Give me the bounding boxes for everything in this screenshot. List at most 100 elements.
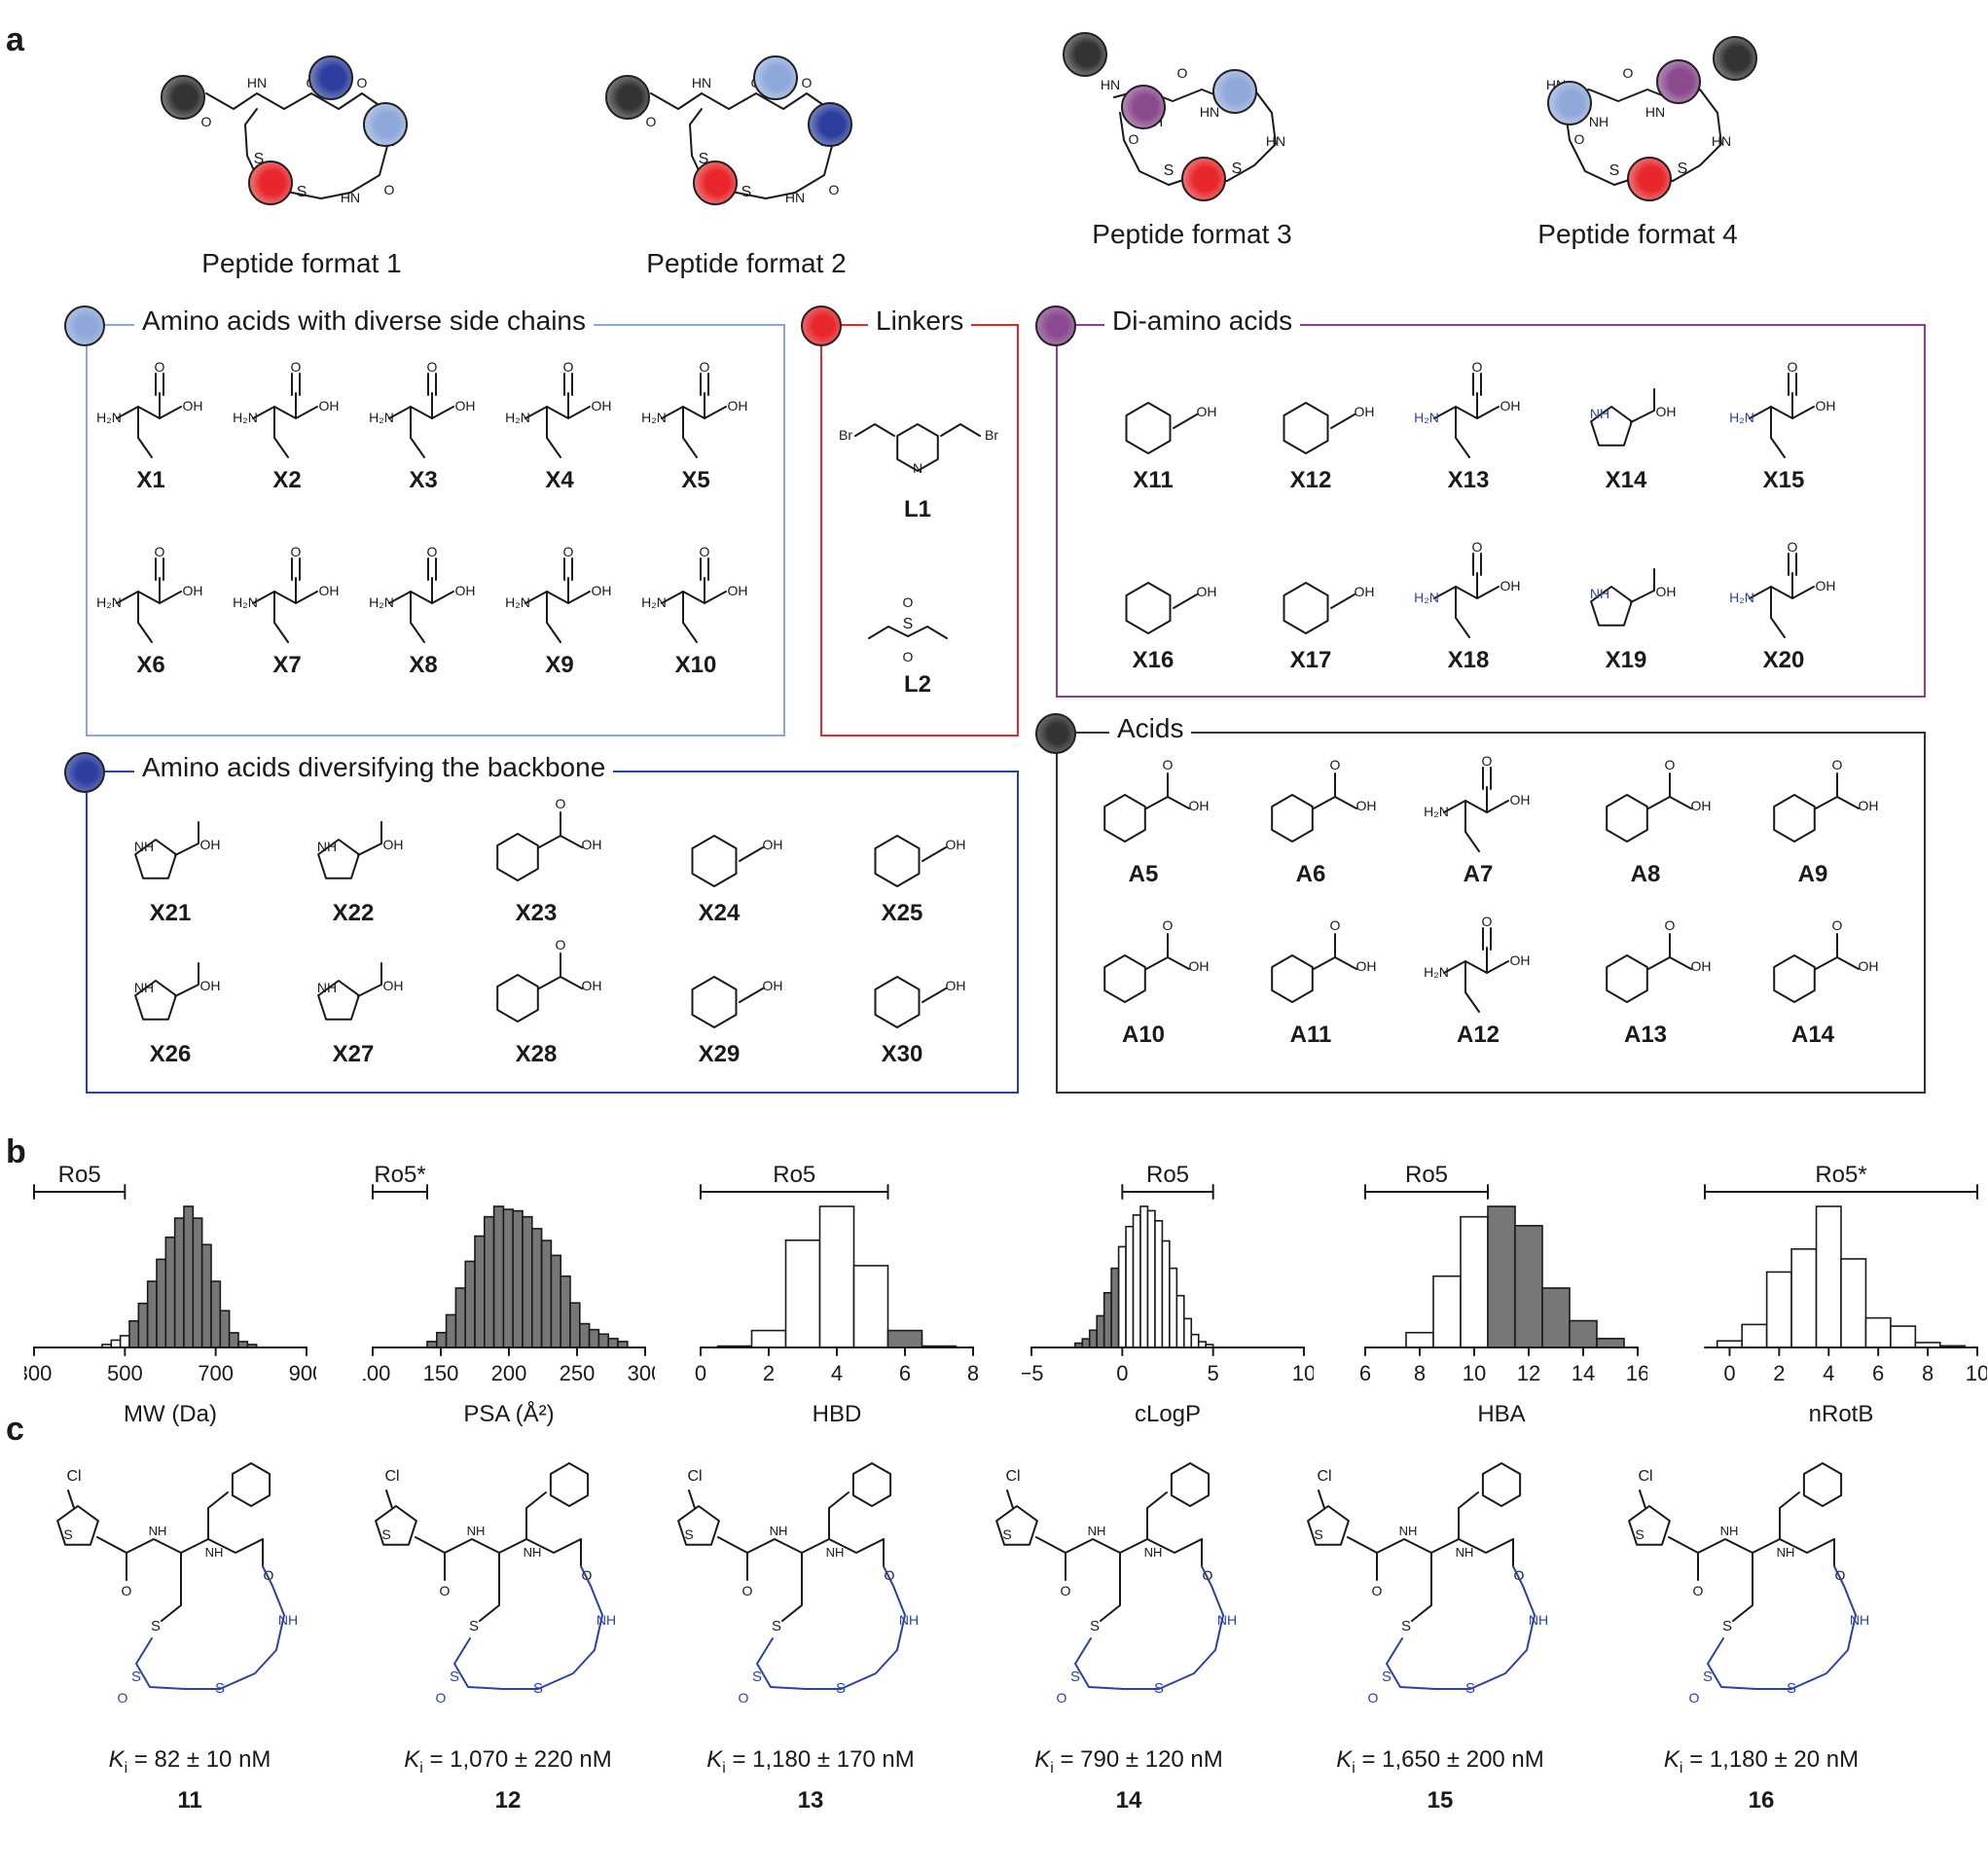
- atom-label: OH: [183, 583, 203, 598]
- linker-atom: S: [1070, 1669, 1080, 1685]
- linker-atom: S: [215, 1680, 225, 1697]
- atom-label: OH: [1656, 404, 1677, 419]
- ki-value: Ki = 82 ± 10 nM: [108, 1746, 271, 1777]
- bond-line: [496, 833, 539, 881]
- rule-label: Ro5: [1146, 1162, 1189, 1188]
- bond-line: [1606, 954, 1648, 1003]
- bond-line: [252, 591, 318, 604]
- red-ball-icon: [693, 161, 738, 205]
- bond-line: [116, 591, 182, 604]
- atom-label: O: [1788, 540, 1798, 555]
- atom-label: OH: [1691, 958, 1712, 974]
- red-ball-icon: [248, 161, 293, 205]
- tick-label: 500: [107, 1361, 143, 1385]
- atom-label: OH: [1816, 398, 1836, 413]
- x-axis-label: MW (Da): [124, 1401, 217, 1427]
- atom-label: O: [1482, 915, 1493, 929]
- atom-label: HN: [247, 75, 267, 90]
- bond-line: [560, 976, 583, 989]
- tick-label: 100: [363, 1361, 390, 1385]
- histogram-bar: [1815, 1205, 1842, 1348]
- bond-line: [1590, 586, 1633, 627]
- red-circle-icon: [801, 305, 842, 346]
- bond-line: [1307, 1505, 1350, 1546]
- acids-box-title: Acids: [1109, 713, 1192, 744]
- histogram-bar: [1541, 1287, 1571, 1348]
- atom-label: O: [802, 75, 813, 90]
- bond-line: [896, 423, 939, 472]
- tick-label: −5: [1022, 1361, 1044, 1385]
- histogram-bar: [1840, 1258, 1867, 1348]
- histogram-bar: [146, 1280, 158, 1348]
- linker-atom: O: [118, 1690, 128, 1705]
- bond-line: [1173, 413, 1198, 429]
- atom-label: O: [201, 114, 212, 129]
- bond-line: [995, 1505, 1038, 1546]
- histogram-bar: [474, 1235, 486, 1348]
- compound-label: A6: [1295, 861, 1326, 887]
- bond-line: [1283, 402, 1329, 454]
- compound-label: X29: [698, 1041, 741, 1067]
- atom-label: OH: [1189, 958, 1210, 974]
- bond-line: [1146, 1491, 1168, 1540]
- black-ball-icon: [161, 75, 205, 120]
- ki-value: Ki = 1,180 ± 20 nM: [1663, 1746, 1860, 1777]
- atom-label: O: [829, 182, 840, 197]
- atom-label: NH: [1144, 1545, 1163, 1560]
- bond-line: [1103, 954, 1146, 1003]
- light-blue-circle-icon: [64, 305, 105, 346]
- amine-label: H₂N: [369, 594, 394, 610]
- atom-label: O: [556, 796, 566, 811]
- atom-label: O: [1788, 360, 1798, 375]
- histogram-bar: [1139, 1205, 1149, 1348]
- histogram-bar: [1154, 1219, 1164, 1348]
- bond-line: [137, 591, 153, 643]
- atom-label: O: [1203, 1567, 1213, 1583]
- bond-line: [137, 406, 153, 458]
- tick-label: 6: [899, 1361, 911, 1385]
- tick-label: 6: [1872, 1361, 1884, 1385]
- peptide-format-label: Peptide format 3: [1092, 219, 1292, 249]
- tick-label: 250: [560, 1361, 596, 1385]
- histogram-bar: [1102, 1291, 1112, 1348]
- di-amino-box: [1056, 324, 1926, 698]
- atom-label: OH: [200, 837, 221, 852]
- atom-label: S: [1722, 1618, 1732, 1634]
- amine-label: NH: [134, 839, 154, 854]
- compound-label: A11: [1289, 1022, 1332, 1048]
- compound-label: X10: [674, 652, 717, 678]
- histogram-bar: [164, 1236, 176, 1348]
- compound-label: X13: [1447, 467, 1490, 493]
- atom-label: S: [254, 151, 265, 167]
- bond-line: [1334, 796, 1357, 809]
- atom-label: OH: [1859, 958, 1879, 974]
- histogram-bar: [1117, 1245, 1127, 1348]
- bond-line: [1433, 586, 1500, 599]
- bond-line: [273, 406, 289, 458]
- linker-atom: O: [1368, 1690, 1379, 1705]
- bond-line: [1647, 933, 1671, 970]
- histogram-bar: [1088, 1329, 1098, 1348]
- histogram-bar: [1569, 1319, 1598, 1348]
- atom-label: OH: [383, 837, 404, 852]
- compound-label: A14: [1790, 1022, 1835, 1048]
- bond-line: [1458, 1491, 1479, 1540]
- atom-label: O: [563, 545, 574, 559]
- compound-label: X7: [272, 652, 302, 678]
- linker-bond: [1386, 1565, 1536, 1690]
- compound-number: 11: [177, 1786, 202, 1813]
- peptide-format-label: Peptide format 2: [646, 248, 847, 278]
- bond-line: [357, 821, 382, 856]
- bond-line: [1100, 1552, 1121, 1622]
- atom-label: NH: [770, 1524, 788, 1538]
- bond-line: [134, 980, 177, 1021]
